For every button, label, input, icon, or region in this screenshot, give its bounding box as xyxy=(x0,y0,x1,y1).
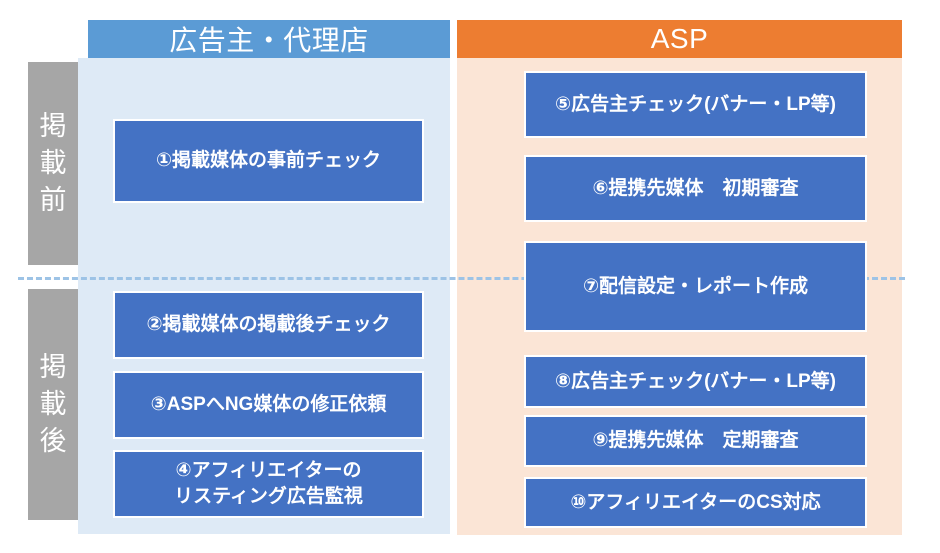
stage-label-after-char-3: 後 xyxy=(39,426,67,457)
process-box-4[interactable]: ④アフィリエイターの リスティング広告監視 xyxy=(113,450,424,518)
process-box-6[interactable]: ⑥提携先媒体 初期審査 xyxy=(524,155,867,222)
column-header-advertiser-agency: 広告主・代理店 xyxy=(88,20,450,58)
process-box-5[interactable]: ⑤広告主チェック(バナー・LP等) xyxy=(524,71,867,138)
process-box-7[interactable]: ⑦配信設定・レポート作成 xyxy=(524,241,867,332)
process-box-3[interactable]: ③ASPへNG媒体の修正依頼 xyxy=(113,371,424,439)
stage-label-after-char-2: 載 xyxy=(39,388,67,419)
stage-label-after-char-1: 掲 xyxy=(39,351,67,382)
process-box-2[interactable]: ②掲載媒体の掲載後チェック xyxy=(113,291,424,359)
stage-label-after: 掲 載 後 xyxy=(28,289,78,520)
column-header-asp: ASP xyxy=(457,20,902,58)
column-header-advertiser-agency-label: 広告主・代理店 xyxy=(169,25,369,56)
stage-divider-line xyxy=(18,277,905,280)
process-box-1[interactable]: ①掲載媒体の事前チェック xyxy=(113,119,424,203)
process-box-10[interactable]: ⑩アフィリエイターのCS対応 xyxy=(524,477,867,528)
process-box-8[interactable]: ⑧広告主チェック(バナー・LP等) xyxy=(524,355,867,408)
stage-label-before: 掲 載 前 xyxy=(28,62,78,265)
stage-label-before-char-2: 載 xyxy=(39,147,67,178)
stage-label-before-char-1: 掲 xyxy=(39,110,67,141)
stage-label-before-char-3: 前 xyxy=(39,185,67,216)
column-header-asp-label: ASP xyxy=(650,23,709,54)
process-box-9[interactable]: ⑨提携先媒体 定期審査 xyxy=(524,415,867,467)
